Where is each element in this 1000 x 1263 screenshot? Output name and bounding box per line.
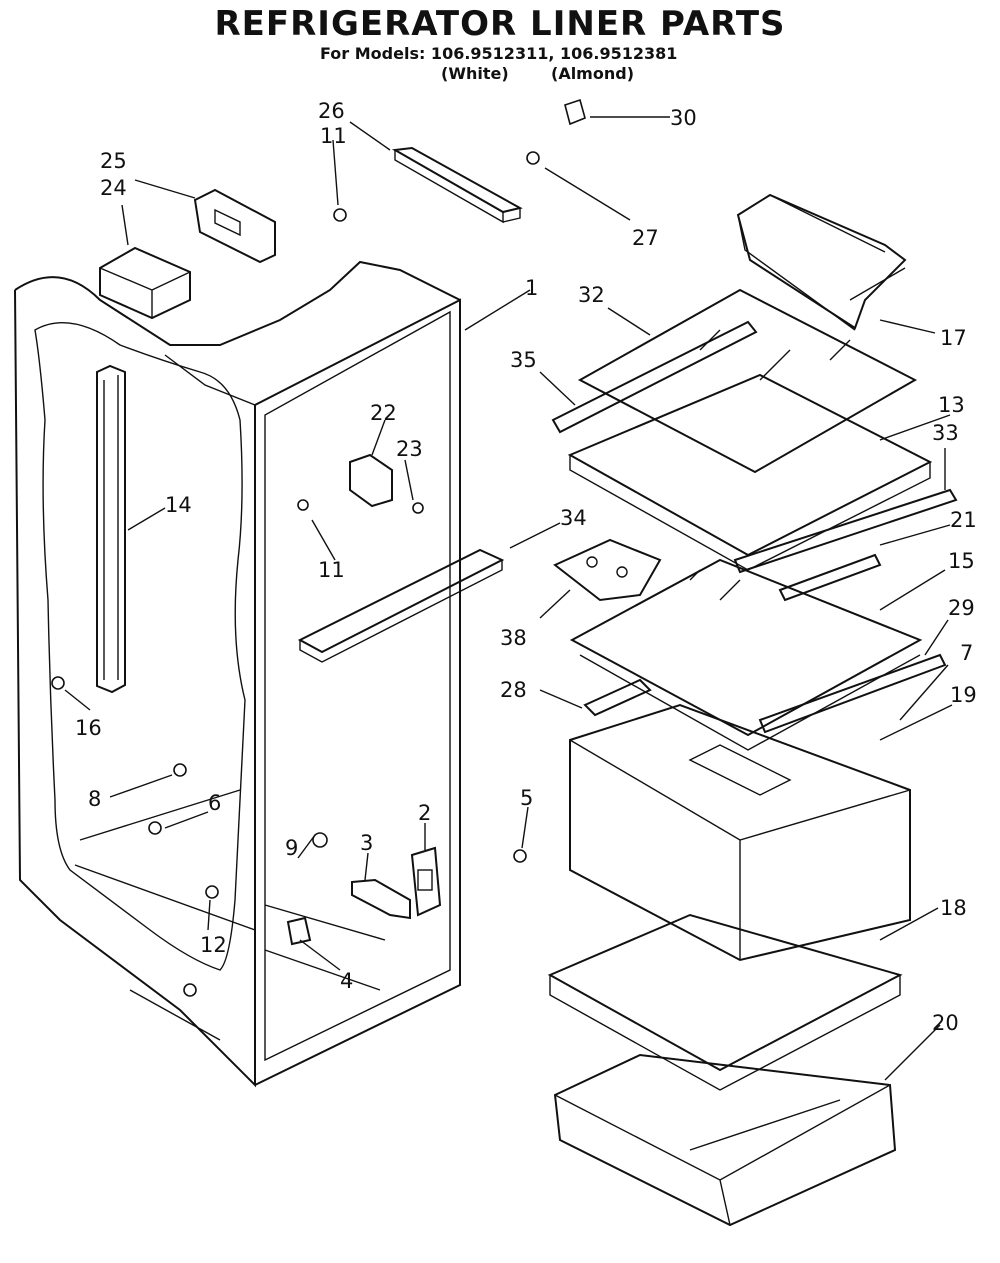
models-line: For Models: 106.9512311, 106.9512381 [320, 44, 678, 63]
label-4: 4 [340, 969, 353, 993]
part-28-trim [583, 678, 652, 717]
label-6: 6 [208, 791, 221, 815]
label-8: 8 [88, 787, 101, 811]
part-24-control-housing [99, 246, 191, 320]
label-27: 27 [632, 226, 659, 250]
label-21: 21 [950, 508, 977, 532]
label-22: 22 [370, 401, 397, 425]
label-24: 24 [100, 176, 127, 200]
part-19-crisper [569, 703, 911, 962]
part-25-cover [193, 188, 276, 264]
label-17: 17 [940, 326, 967, 350]
part-17-bin [736, 193, 907, 331]
part-number-labels: 30 26 11 25 24 27 1 32 35 17 13 33 21 15… [75, 99, 977, 1035]
part-2-bracket [410, 846, 442, 917]
label-14: 14 [165, 493, 192, 517]
part-15-glass-shelf [569, 558, 923, 751]
label-19: 19 [950, 683, 977, 707]
label-13: 13 [938, 393, 965, 417]
label-26: 26 [318, 99, 345, 123]
variant-almond: (Almond) [551, 64, 634, 83]
label-7: 7 [960, 641, 973, 665]
label-28: 28 [500, 678, 527, 702]
label-35: 35 [510, 348, 537, 372]
leader-lines [64, 116, 953, 1081]
part-22-bracket [349, 453, 393, 508]
label-20: 20 [932, 1011, 959, 1035]
part-29-trim [758, 653, 947, 734]
label-38: 38 [500, 626, 527, 650]
label-9: 9 [285, 836, 298, 860]
label-25: 25 [100, 149, 127, 173]
label-16: 16 [75, 716, 102, 740]
part-26-bracket [391, 146, 523, 224]
label-29: 29 [948, 596, 975, 620]
part-14-rail [96, 364, 126, 694]
part-20-crisper [553, 1053, 897, 1227]
label-11-top: 11 [320, 124, 347, 148]
label-1: 1 [525, 276, 538, 300]
part-34-rail [297, 548, 505, 663]
label-32: 32 [578, 283, 605, 307]
label-2: 2 [418, 801, 431, 825]
label-34: 34 [560, 506, 587, 530]
diagram-title: REFRIGERATOR LINER PARTS [214, 4, 786, 44]
part-21-trim [778, 553, 882, 602]
variant-white: (White) [441, 64, 509, 83]
label-23: 23 [396, 437, 423, 461]
label-5: 5 [520, 786, 533, 810]
label-11-mid: 11 [318, 558, 345, 582]
cabinet-liner [14, 260, 461, 1088]
label-3: 3 [360, 831, 373, 855]
label-33: 33 [932, 421, 959, 445]
label-12: 12 [200, 933, 227, 957]
fasteners [51, 98, 586, 997]
label-30: 30 [670, 106, 697, 130]
part-3-hinge [351, 878, 411, 920]
part-4-block [286, 916, 312, 946]
part-38-plate [553, 538, 662, 602]
label-18: 18 [940, 896, 967, 920]
part-18-cover [547, 913, 903, 1091]
part-35-trim [551, 320, 758, 434]
label-15: 15 [948, 549, 975, 573]
